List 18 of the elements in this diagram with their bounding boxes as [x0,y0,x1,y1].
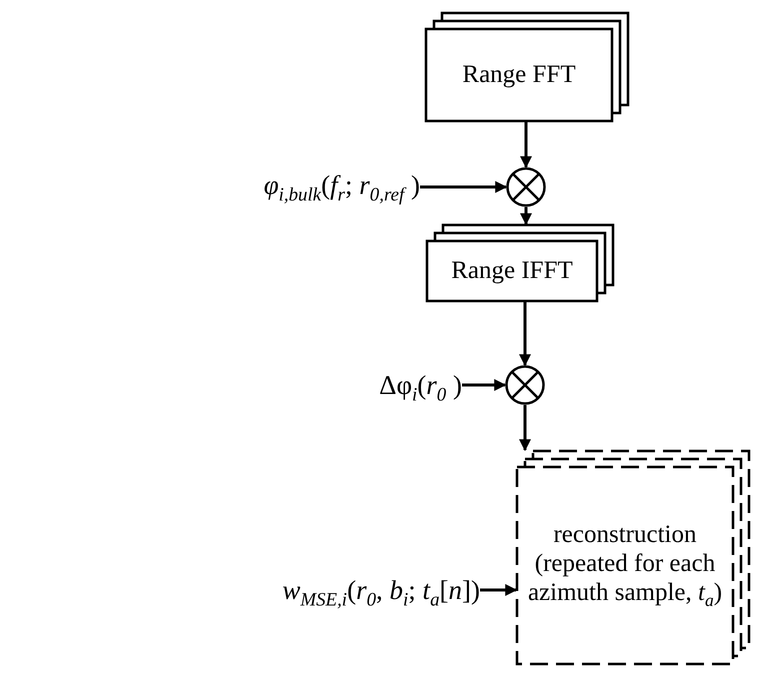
multiply-circle [505,365,545,405]
multiply-circle [506,167,546,207]
formula-label: w$_{MSE,i}$(r$_{0}$, b$_{i}$; t$_{a}$[n]) [218,566,480,614]
arrow [520,122,532,168]
stacked-process-box [425,12,629,122]
formula-label: Δφ$_{i}$(r$_{0}$ ) [350,362,462,408]
stacked-process-box [426,224,614,302]
arrow [519,405,531,452]
arrow [420,181,508,193]
stacked-dashed-process-box [516,450,750,665]
arrow [480,584,518,596]
arrow [462,379,506,391]
formula-label: φ$_{i,bulk}$(f$_{r}$; r$_{0,ref}$ ) [222,162,420,208]
box-label: Range IFFT [450,256,574,286]
arrow [519,302,531,366]
box-label: Range FFT [461,60,577,90]
arrow [520,207,532,226]
box-label: reconstruction (repeated for each azimuth sample, t$_{a}$) [526,521,724,610]
